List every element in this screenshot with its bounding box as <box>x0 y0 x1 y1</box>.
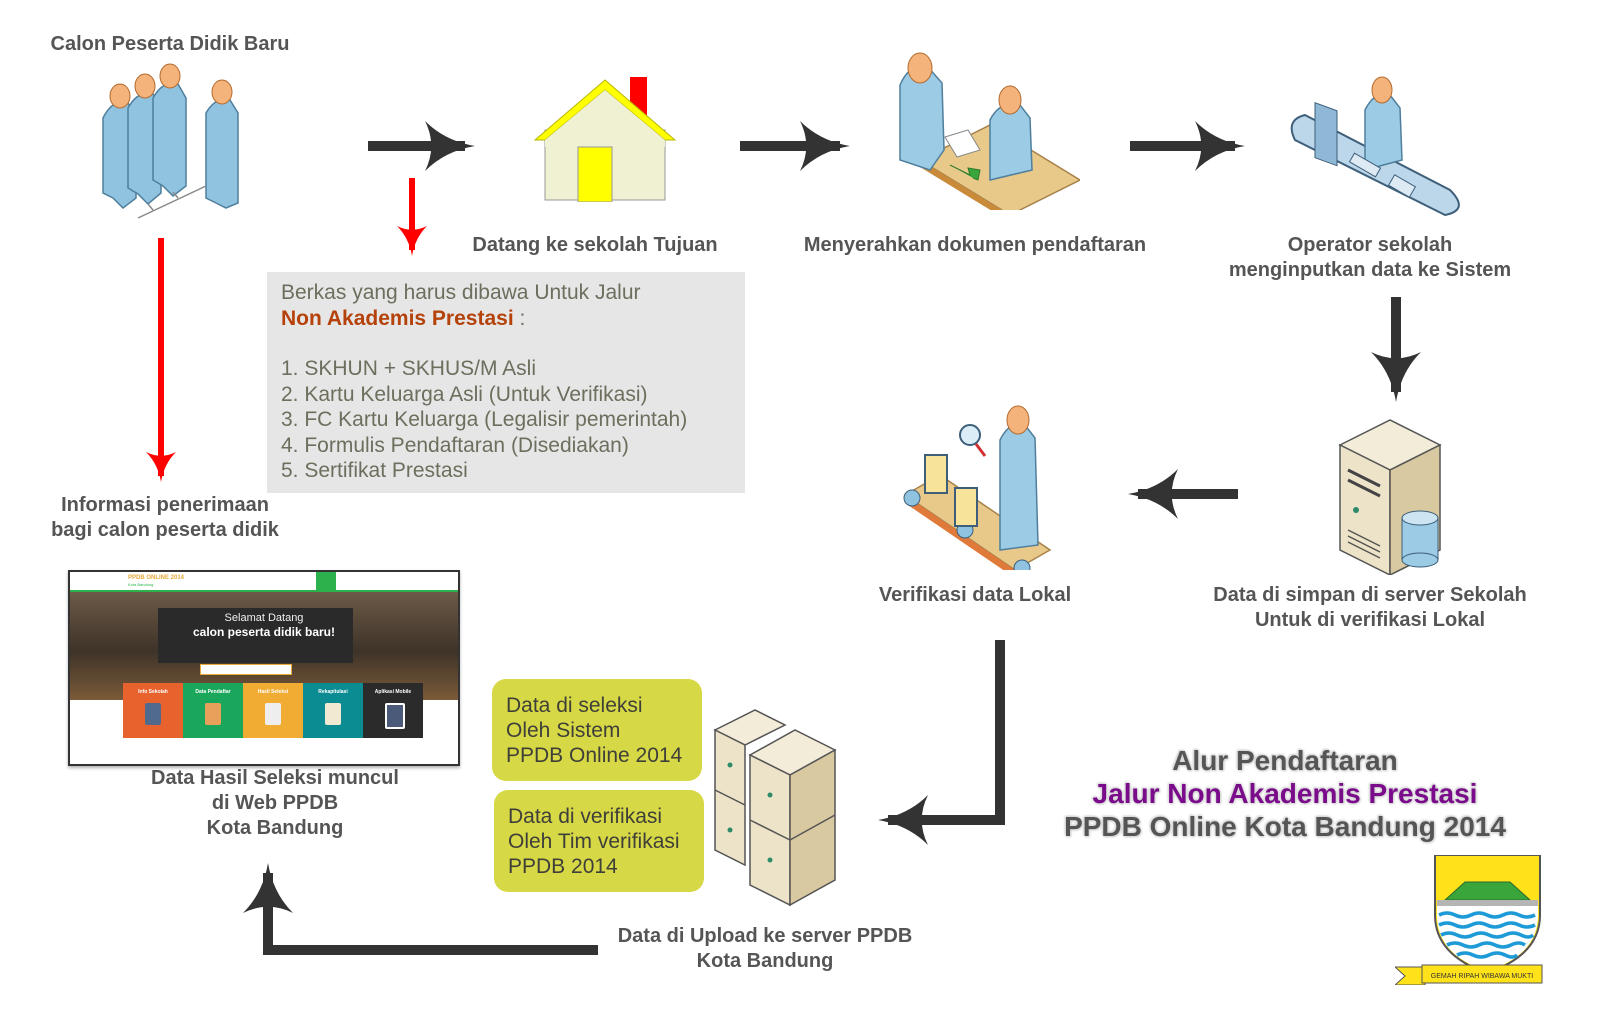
operator-label: Operator sekolah menginputkan data ke Si… <box>1210 233 1530 283</box>
tile-data-pendaftar: Data Pendaftar <box>183 683 243 738</box>
title-line3: PPDB Online Kota Bandung 2014 <box>1064 811 1506 842</box>
bandung-coat-of-arms-icon: GEMAH RIPAH WIBAWA MUKTI <box>1395 855 1543 985</box>
diagram-title: Alur Pendaftaran Jalur Non Akademis Pres… <box>1030 744 1540 843</box>
requirement-item: 4. Formulis Pendaftaran (Disediakan) <box>281 433 629 457</box>
title-line2: Jalur Non Akademis Prestasi <box>1092 778 1478 809</box>
requirements-box: Berkas yang harus dibawa Untuk Jalur Non… <box>267 272 745 493</box>
tile-rekapitulasi: Rekapitulasi <box>303 683 363 738</box>
note-selection: Data di seleksi Oleh Sistem PPDB Online … <box>492 679 702 781</box>
tile-hasil-seleksi: Hasil Seleksi <box>243 683 303 738</box>
info-label-line1: Informasi penerimaan <box>61 494 269 516</box>
operator-label-line1: Operator sekolah <box>1287 234 1453 256</box>
requirements-track-line: Non Akademis Prestasi : <box>281 306 745 332</box>
school-server-label-line2: Untuk di verifikasi Lokal <box>1254 609 1486 631</box>
submit-docs-label: Menyerahkan dokumen pendaftaran <box>803 234 1147 256</box>
note-line: PPDB 2014 <box>508 855 618 878</box>
info-label: Informasi penerimaan bagi calon peserta … <box>20 493 310 543</box>
server-cluster-icon <box>713 709 837 907</box>
note-verification: Data di verifikasi Oleh Tim verifikasi P… <box>494 790 704 892</box>
welcome-line1: Selamat Datang <box>224 612 304 624</box>
result-web-line3: Kota Bandung <box>206 817 344 839</box>
server-database-icon <box>1338 419 1442 575</box>
upload-label-line2: Kota Bandung <box>696 950 834 972</box>
arrow-verify-to-upload <box>878 640 1005 845</box>
requirement-item: 2. Kartu Keluarga Asli (Untuk Verifikasi… <box>281 382 648 406</box>
requirements-track: Non Akademis Prestasi <box>281 306 514 330</box>
school-server-label-line1: Data di simpan di server Sekolah <box>1213 584 1527 606</box>
website-brand-sub: Kota Bandung <box>128 582 154 587</box>
note-line: Oleh Tim verifikasi <box>508 830 680 853</box>
document-handover-icon <box>899 52 1080 210</box>
info-label-line2: bagi calon peserta didik <box>51 519 279 541</box>
requirement-item: 1. SKHUN + SKHUS/M Asli <box>281 357 536 380</box>
tile-label: Hasil Seleksi <box>257 689 289 695</box>
emblem-motto: GEMAH RIPAH WIBAWA MUKTI <box>1431 973 1533 980</box>
note-line: Data di verifikasi <box>508 805 663 828</box>
note-line: Data di seleksi <box>506 694 643 717</box>
tile-label: Rekapitulasi <box>318 689 348 695</box>
result-web-line1: Data Hasil Seleksi muncul <box>151 767 399 789</box>
requirement-item: 3. FC Kartu Keluarga (Legalisir pemerint… <box>281 408 688 431</box>
operator-desk-icon <box>1290 76 1460 217</box>
upload-label-line1: Data di Upload ke server PPDB <box>617 925 913 947</box>
requirements-intro: Berkas yang harus dibawa Untuk Jalur <box>281 281 641 304</box>
upload-label: Data di Upload ke server PPDB Kota Bandu… <box>600 924 930 974</box>
website-search-input <box>200 664 292 675</box>
website-nav: PPDB ONLINE 2014 Kota Bandung <box>70 572 458 592</box>
welcome-line2: calon peserta didik baru! <box>192 625 336 639</box>
note-line: Oleh Sistem <box>506 719 621 742</box>
note-line: PPDB Online 2014 <box>506 744 683 767</box>
school-server-label: Data di simpan di server Sekolah Untuk d… <box>1190 583 1550 633</box>
result-web-label: Data Hasil Seleksi muncul di Web PPDB Ko… <box>130 766 420 841</box>
result-web-line2: di Web PPDB <box>211 792 339 814</box>
inspection-conveyor-icon <box>903 405 1052 570</box>
tile-label: Aplikasi Mobile <box>374 689 412 695</box>
title-line1: Alur Pendaftaran <box>1172 745 1398 776</box>
tile-label: Info Sekolah <box>138 689 168 695</box>
students-label: Calon Peserta Didik Baru <box>50 33 290 55</box>
local-verify-label: Verifikasi data Lokal <box>878 584 1072 606</box>
tile-aplikasi-mobile: Aplikasi Mobile <box>363 683 423 738</box>
website-hero: Selamat Datang calon peserta didik baru! <box>70 592 458 700</box>
website-preview: PPDB ONLINE 2014 Kota Bandung Selamat Da… <box>68 570 460 766</box>
website-brand: PPDB ONLINE 2014 <box>128 575 185 581</box>
requirements-colon: : <box>513 306 526 330</box>
tile-info-sekolah: Info Sekolah <box>123 683 183 738</box>
house-icon <box>533 77 677 202</box>
school-label: Datang ke sekolah Tujuan <box>472 234 718 256</box>
website-nav-active <box>316 572 336 590</box>
website-tiles: Info Sekolah Data Pendaftar Hasil Seleks… <box>123 683 423 738</box>
group-of-people-icon <box>102 63 239 219</box>
requirement-item: 5. Sertifikat Prestasi <box>281 459 468 482</box>
operator-label-line2: menginputkan data ke Sistem <box>1228 259 1512 281</box>
tile-label: Data Pendaftar <box>195 689 231 695</box>
